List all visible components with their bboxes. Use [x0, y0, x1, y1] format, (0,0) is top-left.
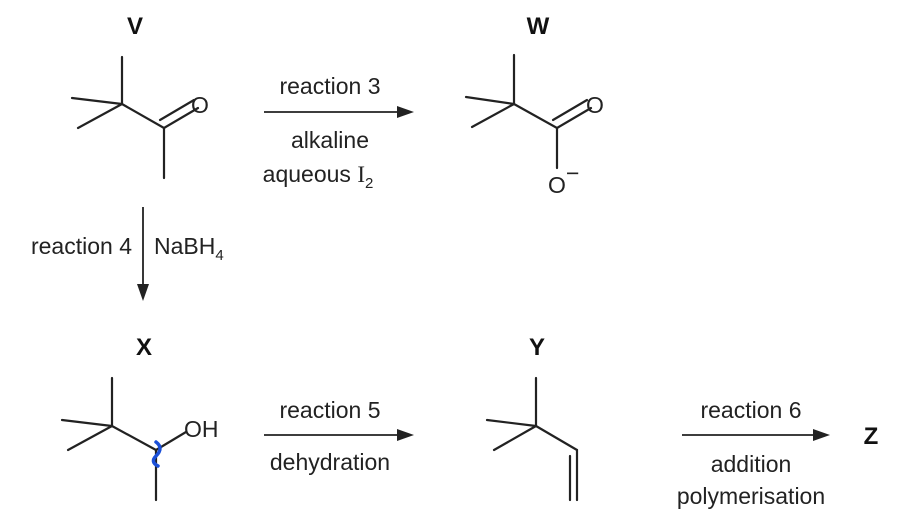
- x-hydroxyl-group: OH: [184, 416, 219, 442]
- compound-label-x: X: [136, 334, 152, 361]
- w-carbonyl-oxygen: O: [586, 92, 604, 118]
- reaction-6-arrow: [682, 429, 830, 441]
- reaction-6-condition-2: polymerisation: [677, 483, 825, 509]
- reaction-4-label: reaction 4: [31, 233, 132, 259]
- structure-x: [60, 376, 188, 502]
- compound-label-z: Z: [864, 423, 879, 450]
- structure-v: [70, 55, 200, 180]
- reaction-5-condition: dehydration: [270, 449, 390, 475]
- reaction-3-condition-1: alkaline: [291, 127, 369, 153]
- highlight-mark: [151, 440, 162, 468]
- reaction-3-label: reaction 3: [279, 73, 380, 99]
- reaction-4-arrow: [137, 207, 149, 301]
- compound-label-w: W: [527, 13, 550, 40]
- structure-w: [464, 53, 593, 170]
- reaction-5-label: reaction 5: [279, 397, 380, 423]
- reaction-3-arrow: [264, 106, 414, 118]
- reaction-6-label: reaction 6: [700, 397, 801, 423]
- w-negative-charge: −: [566, 160, 579, 186]
- reaction-6-condition-1: addition: [711, 451, 792, 477]
- structure-y: [485, 376, 579, 502]
- reaction-5-arrow: [264, 429, 414, 441]
- compound-label-y: Y: [529, 334, 545, 361]
- w-oxide-oxygen: O: [548, 172, 566, 198]
- compound-label-v: V: [127, 13, 143, 40]
- reaction-3-condition-2: aqueous I2: [263, 161, 374, 192]
- v-oxygen-atom: O: [191, 92, 209, 118]
- reaction-4-reagent: NaBH4: [154, 233, 224, 264]
